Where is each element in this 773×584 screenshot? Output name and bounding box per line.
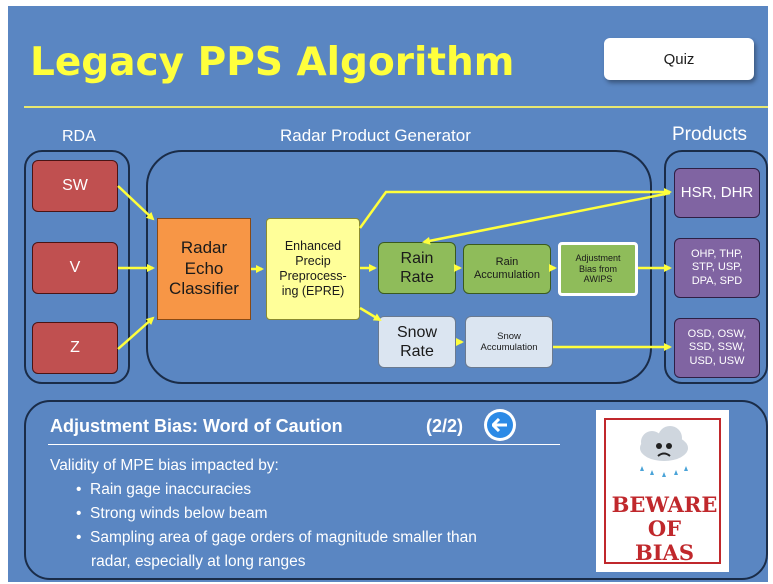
classifier-line-3: Classifier	[169, 279, 239, 299]
product-hsr-dhr-label: HSR, DHR	[680, 184, 754, 201]
snow-accum-line-1: Snow	[497, 330, 521, 342]
product-ohp-line-3: DPA, SPD	[691, 274, 743, 287]
sad-cloud-icon	[640, 426, 688, 477]
sign-line-3: BIAS	[634, 540, 695, 565]
arrow-hsr-to-rain-rate	[422, 191, 671, 245]
sign-line-1: BEWARE	[611, 492, 718, 517]
quiz-button[interactable]: Quiz	[604, 38, 754, 80]
back-arrow-icon	[487, 412, 513, 438]
product-osd-line-2: SSD, SSW,	[688, 341, 746, 354]
product-ohp-group-box: OHP, THP,STP, USP,DPA, SPD	[674, 238, 760, 298]
note-bullet-2-text: Strong winds below beam	[90, 505, 268, 522]
note-bullet-3: • Sampling area of gage orders of magnit…	[76, 529, 477, 546]
product-ohp-line-2: STP, USP,	[691, 261, 743, 274]
epre-line-3: Preprocess-	[279, 269, 347, 283]
note-divider	[48, 444, 560, 445]
note-bullet-1: • Rain gage inaccuracies	[76, 481, 252, 498]
product-ohp-line-1: OHP, THP,	[691, 248, 743, 261]
rda-v-box: V	[32, 242, 118, 294]
arrow-epre-to-snow-rate	[359, 306, 382, 322]
rain-accum-line-1: Rain	[495, 255, 519, 268]
epre-line-1: Enhanced	[284, 239, 342, 253]
product-osd-line-3: USD, USW	[689, 354, 745, 367]
snow-rate-line-2: Rate	[400, 343, 434, 360]
rda-label: RDA	[62, 128, 96, 145]
products-label: Products	[672, 124, 747, 145]
bias-line-3: AWIPS	[583, 274, 613, 285]
bias-line-1: Adjustment	[575, 252, 621, 263]
bias-line-2: Bias from	[578, 263, 617, 274]
arrow-z-to-classifier	[117, 316, 155, 350]
classifier-line-2: Echo	[184, 258, 224, 278]
product-osd-line-1: OSD, OSW,	[687, 328, 747, 341]
note-bullet-3-text: Sampling area of gage orders of magnitud…	[90, 529, 477, 546]
rda-z-label: Z	[70, 339, 80, 357]
page-title: Legacy PPS Algorithm	[30, 40, 515, 85]
sign-line-2: OF	[647, 516, 682, 541]
sign-border: BEWARE OF BIAS	[604, 418, 721, 565]
snow-rate-line-1: Snow	[396, 323, 438, 341]
rda-z-box: Z	[32, 322, 118, 374]
classifier-line-1: Radar	[180, 238, 228, 258]
epre-line-4: ing (EPRE)	[281, 284, 345, 298]
title-divider	[24, 106, 768, 108]
note-bullet-1-text: Rain gage inaccuracies	[90, 481, 252, 498]
back-button[interactable]	[484, 409, 516, 441]
rpg-label: Radar Product Generator	[280, 126, 471, 145]
beware-bias-sign: BEWARE OF BIAS	[596, 410, 729, 572]
product-hsr-dhr-box: HSR, DHR	[674, 168, 760, 218]
rain-accum-line-2: Accumulation	[473, 269, 541, 281]
rda-v-label: V	[69, 259, 81, 277]
rain-rate-line-2: Rate	[400, 269, 434, 286]
note-page-indicator: (2/2)	[426, 416, 464, 436]
note-title: Adjustment Bias: Word of Caution	[50, 416, 343, 436]
note-bullet-3-cont: radar, especially at long ranges	[91, 553, 306, 570]
snow-accum-line-2: Accumulation	[480, 342, 538, 353]
rda-sw-box: SW	[32, 160, 118, 212]
note-bullet-2: • Strong winds below beam	[76, 505, 268, 522]
epre-line-2: Precip	[295, 254, 331, 268]
arrow-sw-to-classifier	[117, 185, 155, 221]
rda-sw-label: SW	[62, 177, 88, 195]
rain-rate-line-1: Rain	[400, 249, 434, 267]
product-osd-group-box: OSD, OSW,SSD, SSW,USD, USW	[674, 318, 760, 378]
note-intro: Validity of MPE bias impacted by:	[50, 457, 279, 474]
arrow-epre-to-hsr	[358, 188, 672, 229]
